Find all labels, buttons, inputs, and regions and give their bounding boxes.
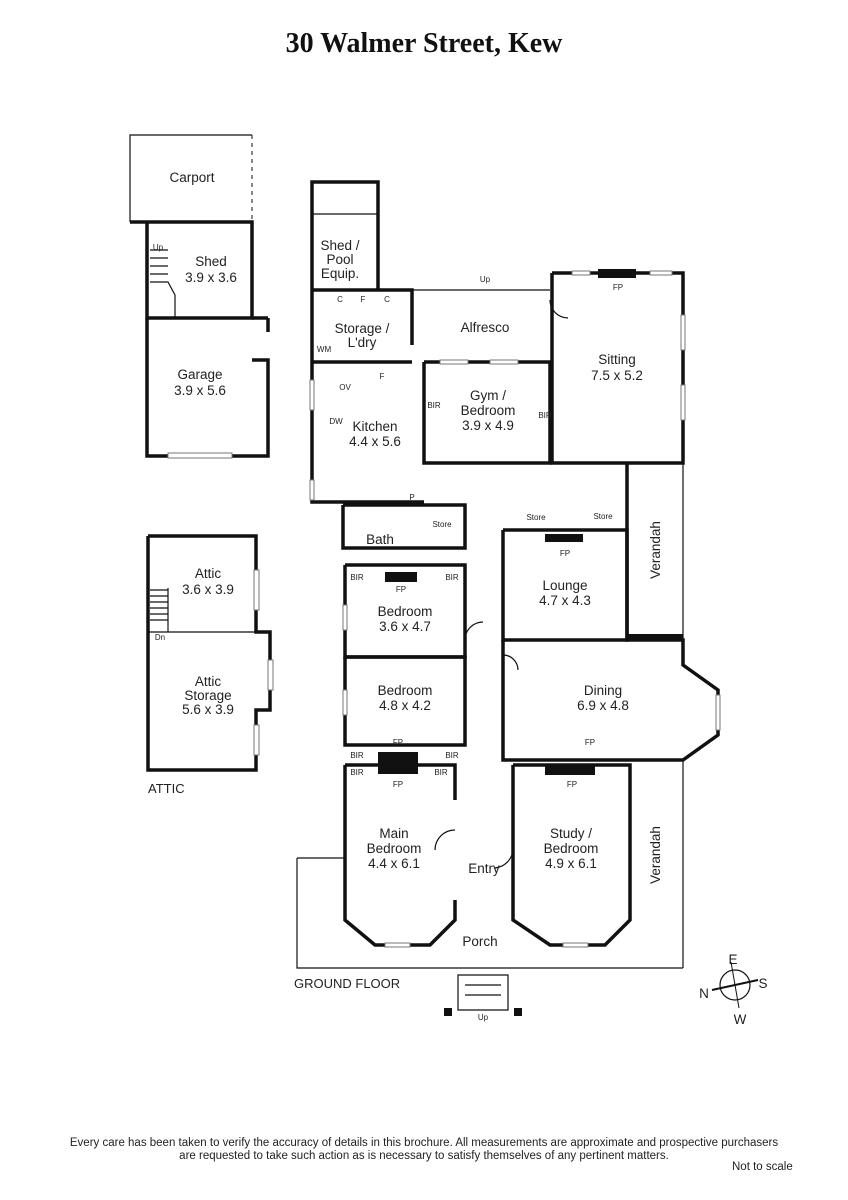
attic-plan (146, 534, 274, 772)
attic-dn-label: Dn (155, 633, 165, 642)
bedroom1-bir-right: BIR (445, 573, 459, 582)
verandah-label-upper: Verandah (648, 521, 663, 579)
main-bir-left: BIR (350, 768, 364, 777)
main-bedroom-label-1: Main (379, 826, 408, 841)
page-title: 30 Walmer Street, Kew (285, 28, 563, 59)
attic-size: 3.6 x 3.9 (182, 582, 234, 597)
kitchen-label: Kitchen (352, 419, 397, 434)
cupboard-1: C (337, 295, 343, 304)
dining-size: 6.9 x 4.8 (577, 698, 629, 713)
main-bir-right: BIR (434, 768, 448, 777)
main-fireplace: FP (393, 780, 403, 789)
compass-n: N (699, 986, 709, 1001)
bath-label: Bath (366, 532, 394, 547)
storage-laundry-label-2: L'dry (348, 335, 377, 350)
garage-label: Garage (177, 367, 222, 382)
pantry: P (409, 493, 414, 502)
lounge-fireplace: FP (560, 549, 570, 558)
garage-size: 3.9 x 5.6 (174, 383, 226, 398)
bedroom2-size: 4.8 x 4.2 (379, 698, 431, 713)
alfresco-up-label: Up (480, 275, 491, 284)
bedroom1-size: 3.6 x 4.7 (379, 619, 431, 634)
attic-label: Attic (195, 566, 222, 581)
attic-storage-label-1: Attic (195, 674, 222, 689)
compass-icon: E S N W (699, 952, 767, 1027)
sitting-label: Sitting (598, 352, 636, 367)
sitting-size: 7.5 x 5.2 (591, 368, 643, 383)
study-size: 4.9 x 6.1 (545, 856, 597, 871)
disclaimer-line-2: are requested to take such action as is … (179, 1150, 669, 1162)
study-fireplace: FP (567, 780, 577, 789)
main-bedroom-size: 4.4 x 6.1 (368, 856, 420, 871)
outbuildings (129, 134, 270, 459)
bedroom1-label: Bedroom (378, 604, 433, 619)
verandah-store: Store (593, 512, 613, 521)
gym-bir-left: BIR (427, 401, 441, 410)
verandah-label-lower: Verandah (648, 826, 663, 884)
attic-floor-label: ATTIC (148, 781, 185, 796)
study-label-2: Bedroom (544, 841, 599, 856)
entry-label: Entry (468, 861, 500, 876)
disclaimer: Every care has been taken to verify the … (0, 1137, 848, 1163)
sitting-fireplace: FP (613, 283, 623, 292)
attic-storage-label-2: Storage (184, 688, 231, 703)
gym-bir-right: BIR (538, 411, 552, 420)
bedroom1-fireplace: FP (396, 585, 406, 594)
lounge-size: 4.7 x 4.3 (539, 593, 591, 608)
gym-label-1: Gym / (470, 388, 506, 403)
bedroom1-bir-left: BIR (350, 573, 364, 582)
carport-label: Carport (169, 170, 214, 185)
scale-note: Not to scale (732, 1161, 793, 1173)
lounge-store: Store (526, 513, 546, 522)
dining-fireplace: FP (585, 738, 595, 747)
dining-label: Dining (584, 683, 622, 698)
disclaimer-line-1: Every care has been taken to verify the … (69, 1137, 779, 1149)
compass-w: W (734, 1012, 747, 1027)
bedroom2-bir-left: BIR (350, 751, 364, 760)
bedroom2-fireplace: FP (393, 738, 403, 747)
bath-store: Store (432, 520, 452, 529)
shed-up-label: Up (153, 243, 164, 252)
fridge-1: F (361, 295, 366, 304)
shed-size: 3.9 x 3.6 (185, 270, 237, 285)
main-house (296, 180, 721, 1016)
main-bedroom-label-2: Bedroom (367, 841, 422, 856)
oven: OV (339, 383, 351, 392)
storage-laundry-label-1: Storage / (335, 321, 390, 336)
shed-label: Shed (195, 254, 227, 269)
cupboard-2: C (384, 295, 390, 304)
gym-size: 3.9 x 4.9 (462, 418, 514, 433)
bedroom2-bir-right: BIR (445, 751, 459, 760)
porch-label: Porch (462, 934, 497, 949)
bedroom2-label: Bedroom (378, 683, 433, 698)
study-label-1: Study / (550, 826, 592, 841)
shed-pool-label-1: Shed / (320, 238, 359, 253)
compass-e: E (728, 952, 737, 967)
shed-pool-label-3: Equip. (321, 266, 359, 281)
lounge-label: Lounge (542, 578, 587, 593)
kitchen-size: 4.4 x 5.6 (349, 434, 401, 449)
kitchen-fridge: F (380, 372, 385, 381)
gym-label-2: Bedroom (461, 403, 516, 418)
attic-storage-size: 5.6 x 3.9 (182, 702, 234, 717)
dishwasher: DW (329, 417, 343, 426)
ground-floor-label: GROUND FLOOR (294, 976, 400, 991)
washing-machine: WM (317, 345, 332, 354)
compass-s: S (758, 976, 767, 991)
porch-up-label: Up (478, 1013, 489, 1022)
alfresco-label: Alfresco (461, 320, 510, 335)
shed-pool-label-2: Pool (326, 252, 353, 267)
